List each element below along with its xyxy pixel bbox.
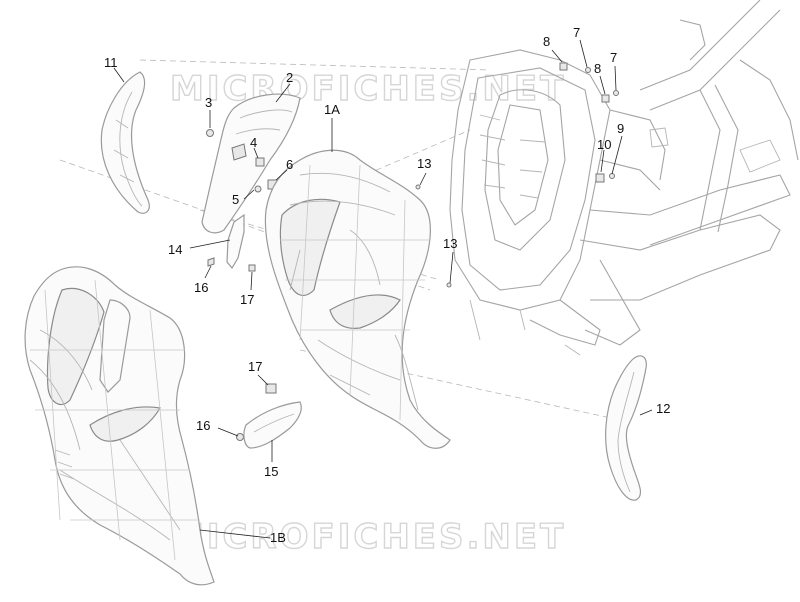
part-1a-front-shield [264,149,451,449]
watermark-bottom: MICROFICHES.NET [170,517,566,557]
callout-1b: 1B [270,530,286,545]
part-12-trim-strip [605,355,647,501]
callout-1a: 1A [324,102,340,117]
part-11-trim-strip [100,71,150,214]
callout-5: 5 [232,192,239,207]
callout-11: 11 [104,55,118,70]
callout-4: 4 [250,135,257,150]
callout-7-right: 7 [610,50,617,65]
watermark-top: MICROFICHES.NET [170,69,566,109]
part-1b-front-shield [24,266,215,586]
callouts: 11 2 3 1A 4 6 5 14 16 17 13 13 8 7 8 7 9… [104,25,670,545]
callout-15: 15 [264,464,278,479]
callout-14: 14 [168,242,182,257]
part-2-upper-panel [201,93,301,234]
callout-8-right: 8 [594,61,601,76]
callout-12: 12 [656,401,670,416]
callout-7-upper: 7 [573,25,580,40]
callout-8-left: 8 [543,34,550,49]
callout-3: 3 [205,95,212,110]
scooter-frame [449,0,799,356]
part-15-small-panel [243,401,302,449]
callout-16-top: 16 [194,280,208,295]
callout-13-lower: 13 [443,236,457,251]
callout-17-bottom: 17 [248,359,262,374]
leader-lines [113,39,653,539]
callout-13-upper: 13 [417,156,431,171]
callout-6: 6 [286,157,293,172]
fasteners [206,62,619,441]
callout-16-bottom: 16 [196,418,210,433]
callout-9: 9 [617,121,624,136]
part-14-strip [226,213,245,270]
callout-10: 10 [597,137,611,152]
callout-17-top: 17 [240,292,254,307]
callout-2: 2 [286,70,293,85]
